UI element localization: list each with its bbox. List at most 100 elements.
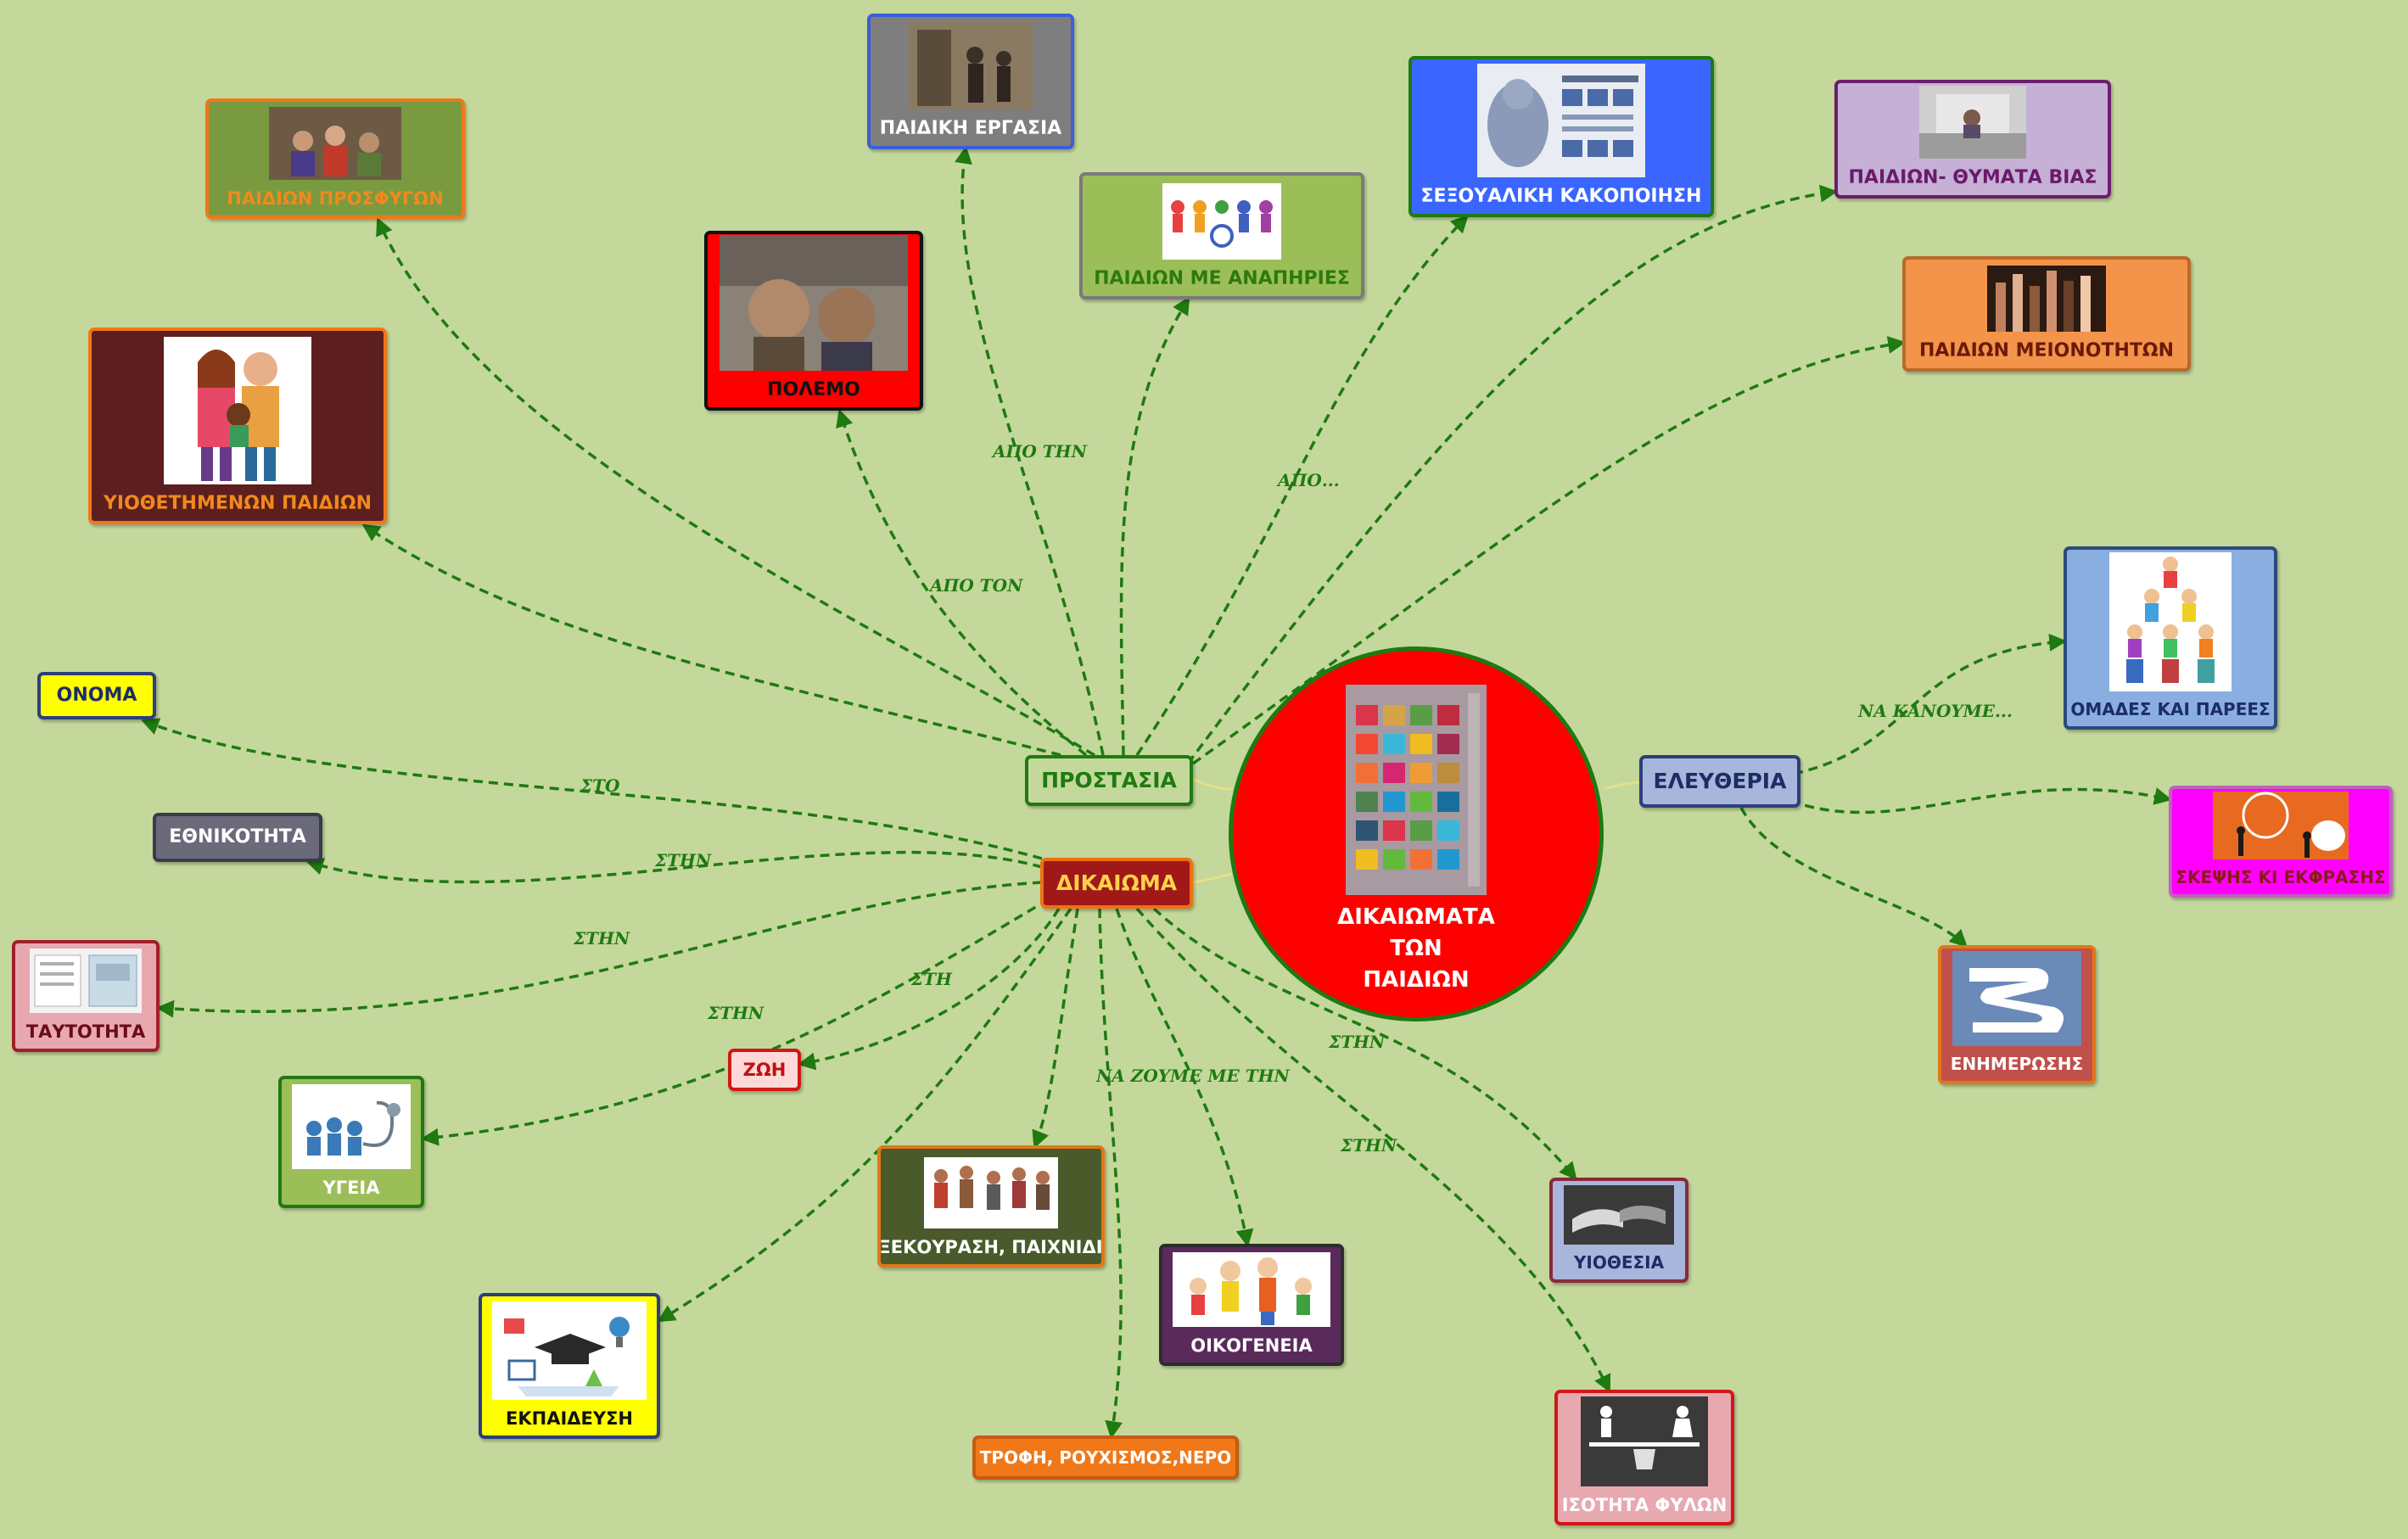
topic-name[interactable]: ΟΝΟΜΑ bbox=[37, 672, 156, 719]
refugee-children-image bbox=[269, 106, 401, 180]
topic-name-label: ΟΝΟΜΑ bbox=[56, 685, 137, 707]
family-image bbox=[1173, 1251, 1330, 1327]
topic-minority-children[interactable]: ΠΑΙΔΙΩΝ ΜΕΙΟΝΟΤΗΤΩΝ bbox=[1902, 256, 2191, 372]
topic-child-labor[interactable]: ΠΑΙΔΙΚΗ ΕΡΓΑΣΙΑ bbox=[867, 14, 1074, 149]
topic-war[interactable]: ΠΟΛΕΜΟ bbox=[704, 231, 923, 411]
link-label-apo: ΑΠΟ... bbox=[1278, 470, 1340, 490]
link-right-life bbox=[797, 908, 1061, 1071]
id-card-image bbox=[30, 948, 142, 1013]
sdg-poster-image bbox=[1346, 685, 1487, 895]
link-center-right bbox=[1192, 872, 1233, 884]
violence-victims-image bbox=[1919, 85, 2026, 159]
topic-id-card-label: ΤΑΥΤΟΤΗΤΑ bbox=[25, 1021, 146, 1042]
topic-family[interactable]: ΟΙΚΟΓΕΝΕΙΑ bbox=[1159, 1244, 1344, 1366]
link-protection-adopted bbox=[361, 523, 1061, 757]
link-label-stin-id: ΣΤΗΝ bbox=[574, 928, 630, 949]
topic-gender-equality[interactable]: ΙΣΟΤΗΤΑ ΦΥΛΩΝ bbox=[1554, 1390, 1734, 1525]
topic-id-card[interactable]: ΤΑΥΤΟΤΗΤΑ bbox=[12, 940, 160, 1052]
link-right-equality bbox=[1135, 907, 1611, 1393]
health-stethoscope-picture bbox=[292, 1083, 411, 1169]
raised-hands-picture bbox=[1987, 265, 2106, 332]
link-right-rest bbox=[1032, 908, 1079, 1149]
hub-protection[interactable]: ΠΡΟΣΤΑΣΙΑ bbox=[1025, 755, 1193, 806]
topic-groups-friends-label: ΟΜΑΔΕΣ ΚΑΙ ΠΑΡΕΕΣ bbox=[2070, 699, 2271, 719]
topic-food[interactable]: ΤΡΟΦΗ, ΡΟΥΧΙΣΜΟΣ,ΝΕΡΟ bbox=[972, 1435, 1239, 1480]
link-right-food bbox=[1098, 908, 1123, 1440]
topic-refugee-children[interactable]: ΠΑΙΔΙΩΝ ΠΡΟΣΦΥΓΩΝ bbox=[205, 98, 465, 219]
disabled-children-picture bbox=[1162, 182, 1281, 260]
link-right-id bbox=[155, 881, 1043, 1018]
topic-education[interactable]: ΕΚΠΑΙΔΕΥΣΗ bbox=[479, 1293, 660, 1439]
topic-nationality[interactable]: ΕΘΝΙΚΟΤΗΤΑ bbox=[153, 813, 322, 862]
link-protection-violence bbox=[1186, 184, 1839, 765]
central-title-line: ΠΑΙΔΙΩΝ bbox=[1363, 966, 1470, 993]
hub-freedom[interactable]: ΕΛΕΥΘΕΡΙΑ bbox=[1639, 755, 1800, 808]
topic-adopted-children[interactable]: ΥΙΟΘΕΤΗΜΕΝΩΝ ΠΑΙΔΙΩΝ bbox=[88, 327, 387, 524]
topic-food-label: ΤΡΟΦΗ, ΡΟΥΧΙΣΜΟΣ,ΝΕΡΟ bbox=[979, 1447, 1232, 1468]
topic-thought-expression-label: ΣΚΕΨΗΣ ΚΙ ΕΚΦΡΑΣΗΣ bbox=[2176, 867, 2386, 887]
health-image bbox=[292, 1083, 411, 1169]
link-freedom-information bbox=[1739, 807, 1968, 948]
hub-right[interactable]: ΔΙΚΑΙΩΜΑ bbox=[1040, 858, 1193, 909]
adoptive-family-picture bbox=[164, 336, 311, 484]
topic-information-label: ΕΝΗΜΕΡΩΣΗΣ bbox=[1950, 1054, 2084, 1074]
topic-refugee-children-label: ΠΑΙΔΙΩΝ ΠΡΟΣΦΥΓΩΝ bbox=[227, 187, 444, 209]
information-symbol-picture bbox=[1952, 951, 2081, 1046]
adoption-image bbox=[1564, 1185, 1674, 1245]
link-label-apo-tin: ΑΠΟ ΤΗΝ bbox=[993, 441, 1087, 462]
topic-health[interactable]: ΥΓΕΙΑ bbox=[278, 1076, 424, 1208]
violence-victims-picture bbox=[1919, 85, 2026, 159]
central-topic-image bbox=[1346, 685, 1487, 895]
link-protection-refugee bbox=[376, 217, 1095, 757]
link-freedom-groups bbox=[1793, 633, 2068, 775]
topic-thought-expression[interactable]: ΣΚΕΨΗΣ ΚΙ ΕΚΦΡΑΣΗΣ bbox=[2169, 786, 2393, 898]
education-image bbox=[492, 1301, 647, 1400]
refugee-children-picture bbox=[269, 106, 401, 180]
topic-rest-play[interactable]: ΞΕΚΟΥΡΑΣΗ, ΠΑΙΧΝΙΔΙ bbox=[877, 1145, 1105, 1268]
central-topic[interactable]: ΔΙΚΑΙΩΜΑΤΑ ΤΩΝ ΠΑΙΔΙΩΝ bbox=[1229, 646, 1604, 1021]
topic-minority-children-label: ΠΑΙΔΙΩΝ ΜΕΙΟΝΟΤΗΤΩΝ bbox=[1918, 339, 2175, 361]
topic-disabled-children-label: ΠΑΙΔΙΩΝ ΜΕ ΑΝΑΠΗΡΙΕΣ bbox=[1094, 267, 1350, 289]
information-image bbox=[1952, 951, 2081, 1046]
central-title-line: ΔΙΚΑΙΩΜΑΤΑ bbox=[1337, 904, 1495, 930]
topic-groups-friends[interactable]: ΟΜΑΔΕΣ ΚΑΙ ΠΑΡΕΕΣ bbox=[2064, 546, 2277, 730]
war-picture bbox=[720, 234, 908, 371]
topic-life[interactable]: ΖΩΗ bbox=[728, 1049, 801, 1091]
thought-bubble-picture bbox=[2213, 792, 2349, 859]
rest-play-image bbox=[924, 1156, 1058, 1228]
topic-adoption[interactable]: ΥΙΟΘΕΣΙΑ bbox=[1549, 1178, 1688, 1283]
war-image bbox=[720, 234, 908, 371]
link-protection-labor bbox=[955, 145, 1105, 756]
disabled-children-image bbox=[1162, 182, 1281, 260]
link-right-family bbox=[1115, 908, 1254, 1248]
link-label-apo-ton: ΑΠΟ ΤΟΝ bbox=[930, 575, 1023, 596]
topic-violence-victims-label: ΠΑΙΔΙΩΝ- ΘΥΜΑΤΑ ΒΙΑΣ bbox=[1848, 166, 2097, 188]
hub-protection-label: ΠΡΟΣΤΑΣΙΑ bbox=[1041, 767, 1177, 792]
topic-violence-victims[interactable]: ΠΑΙΔΙΩΝ- ΘΥΜΑΤΑ ΒΙΑΣ bbox=[1834, 80, 2111, 199]
thought-expression-image bbox=[2213, 792, 2349, 859]
link-freedom-thought bbox=[1789, 787, 2173, 814]
link-label-sti: ΣΤΗ bbox=[911, 969, 952, 989]
link-protection-war bbox=[836, 409, 1088, 757]
link-label-stin-adoption: ΣΤΗΝ bbox=[1329, 1032, 1386, 1052]
link-right-nationality bbox=[305, 850, 1043, 884]
holding-hands-picture bbox=[1564, 1185, 1674, 1245]
link-label-na-zoume: ΝΑ ΖΟΥΜΕ ΜΕ ΤΗΝ bbox=[1096, 1066, 1290, 1086]
link-protection-disabled bbox=[1119, 296, 1190, 756]
sexual-abuse-image bbox=[1477, 63, 1645, 177]
child-labor-picture bbox=[909, 20, 1033, 109]
central-topic-title: ΔΙΚΑΙΩΜΑΤΑ ΤΩΝ ΠΑΙΔΙΩΝ bbox=[1337, 902, 1495, 996]
adopted-children-image bbox=[164, 336, 311, 484]
groups-friends-image bbox=[2109, 552, 2232, 691]
topic-information[interactable]: ΕΝΗΜΕΡΩΣΗΣ bbox=[1938, 945, 2096, 1084]
topic-sexual-abuse[interactable]: ΣΕΞΟΥΑΛΙΚΗ ΚΑΚΟΠΟΙΗΣΗ bbox=[1408, 56, 1714, 217]
id-card-picture bbox=[30, 948, 142, 1013]
topic-gender-equality-label: ΙΣΟΤΗΤΑ ΦΥΛΩΝ bbox=[1561, 1494, 1728, 1515]
topic-sexual-abuse-label: ΣΕΞΟΥΑΛΙΚΗ ΚΑΚΟΠΟΙΗΣΗ bbox=[1420, 185, 1702, 207]
topic-education-label: ΕΚΠΑΙΔΕΥΣΗ bbox=[506, 1407, 633, 1429]
topic-child-labor-label: ΠΑΙΔΙΚΗ ΕΡΓΑΣΙΑ bbox=[879, 117, 1062, 139]
topic-disabled-children[interactable]: ΠΑΙΔΙΩΝ ΜΕ ΑΝΑΠΗΡΙΕΣ bbox=[1079, 172, 1364, 299]
topic-nationality-label: ΕΘΝΙΚΟΤΗΤΑ bbox=[169, 826, 306, 848]
link-label-stin-nationality: ΣΤΗΝ bbox=[655, 850, 712, 870]
link-center-freedom bbox=[1603, 781, 1640, 791]
